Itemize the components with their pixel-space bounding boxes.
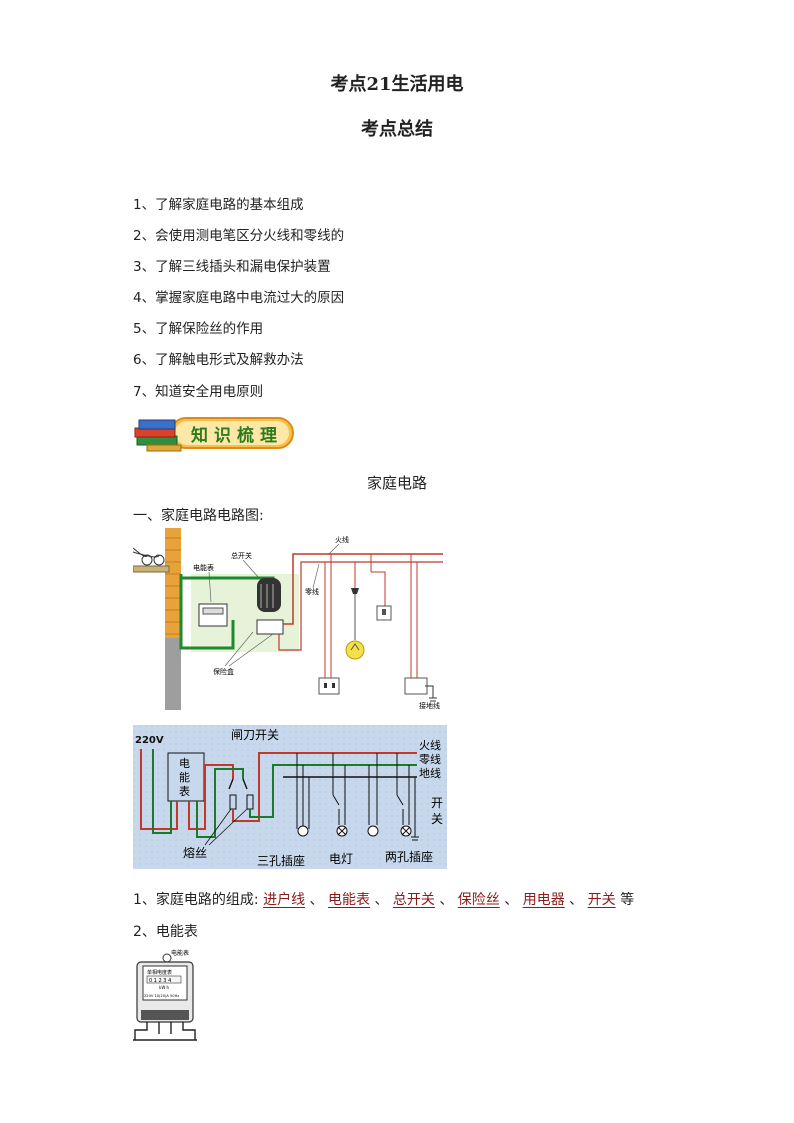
composition-suffix: 等: [620, 892, 635, 908]
household-circuit-illustration: 电能表 总开关 保险盒 火线 零线: [132, 528, 443, 710]
label-fuse-box: 保险盒: [213, 667, 234, 676]
composition-line: 1、家庭电路的组成: 进户线 、 电能表 、 总开关 、 保险丝 、 用电器 、…: [133, 889, 634, 909]
label-meter-1: 电: [179, 757, 190, 770]
meter-heading: 2、电能表: [133, 924, 198, 940]
label-neutral-wire: 零线: [305, 587, 319, 596]
label-meter-3: 表: [179, 784, 190, 798]
objective-item: 5、了解保险丝的作用: [133, 321, 264, 337]
objective-item: 1、了解家庭电路的基本组成: [133, 197, 304, 213]
objective-item: 6、了解触电形式及解救办法: [133, 352, 304, 368]
blank-answer: 电能表: [327, 892, 370, 908]
blank-answer: 开关: [587, 892, 616, 908]
diagram-heading: 一、家庭电路电路图:: [133, 508, 264, 524]
banner-text: 知识梳理: [191, 426, 283, 446]
page-title: 考点21生活用电: [330, 74, 464, 95]
knowledge-banner: 知识梳理: [133, 412, 298, 454]
meter-spec: 220V 10(20)A 50Hz: [144, 994, 179, 998]
label-voltage: 220V: [135, 735, 164, 746]
label-two-hole-socket: 两孔插座: [385, 849, 433, 864]
electric-meter-image: 电能表 单相电度表 0 1 2 3 4 kW·h 220V 10(20)A 50…: [133, 946, 197, 1042]
objective-item: 4、掌握家庭电路中电流过大的原因: [133, 290, 345, 306]
composition-prefix: 1、家庭电路的组成:: [133, 892, 259, 908]
meter-unit: kW·h: [159, 985, 170, 990]
label-neutral: 零线: [419, 752, 441, 766]
separator: 、: [569, 892, 584, 908]
books-icon: [134, 417, 294, 452]
separator: 、: [374, 892, 389, 908]
label-three-hole-socket: 三孔插座: [257, 853, 305, 868]
separator: 、: [309, 892, 324, 908]
label-fire-wire: 火线: [335, 535, 349, 544]
meter-top-label: 电能表: [171, 949, 189, 957]
objective-item: 7、知道安全用电原则: [133, 384, 264, 400]
label-switch-1: 开: [431, 796, 443, 810]
objective-item: 2、会使用测电笔区分火线和零线的: [133, 228, 345, 244]
label-meter: 电能表: [193, 563, 214, 572]
label-ground: 地线: [419, 766, 441, 780]
label-lamp: 电灯: [329, 852, 353, 866]
section-title: 家庭电路: [366, 474, 427, 492]
blank-answer: 进户线: [263, 892, 306, 908]
circuit-schematic: 220V 电 能 表 闸刀开关 火线 零线 地线 熔丝: [133, 725, 447, 869]
separator: 、: [439, 892, 454, 908]
label-main-switch: 总开关: [231, 551, 252, 560]
meter-digits: 0 1 2 3 4: [149, 978, 171, 984]
blank-answer: 总开关: [392, 892, 435, 908]
label-fire: 火线: [419, 738, 441, 752]
objective-item: 3、了解三线插头和漏电保护装置: [133, 259, 331, 275]
label-ground-wire: 接地线: [419, 701, 440, 710]
label-meter-2: 能: [179, 770, 190, 784]
label-switch-2: 关: [431, 812, 443, 826]
label-knife-switch: 闸刀开关: [231, 728, 279, 742]
page-subtitle: 考点总结: [361, 119, 433, 140]
separator: 、: [504, 892, 519, 908]
blank-answer: 用电器: [522, 892, 565, 908]
meter-panel-label: 单相电度表: [147, 969, 172, 976]
blank-answer: 保险丝: [457, 892, 500, 908]
label-fuse: 熔丝: [183, 845, 207, 860]
